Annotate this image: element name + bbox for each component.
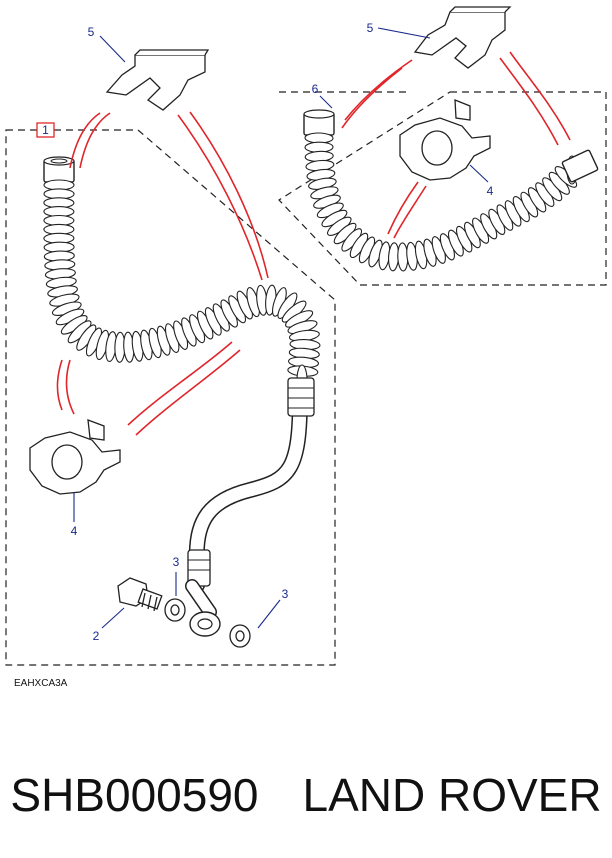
callout-4-b: 4 bbox=[487, 184, 494, 198]
callout-1: 1 bbox=[42, 123, 49, 137]
brand-name: LAND ROVER bbox=[302, 769, 602, 821]
callout-6: 6 bbox=[312, 82, 319, 96]
callout-5-b: 5 bbox=[367, 21, 374, 35]
red-leader-lines bbox=[56, 51, 571, 436]
hose-clip-part-5-inset bbox=[413, 6, 512, 69]
main-group-boundary bbox=[5, 129, 336, 666]
hose-ring bbox=[304, 141, 334, 153]
retaining-clip-part-4-main bbox=[29, 419, 121, 495]
retaining-clip-part-4-inset bbox=[399, 99, 491, 181]
hose-clip-part-5-main bbox=[105, 49, 210, 111]
callout-3-a: 3 bbox=[173, 555, 180, 569]
parts-diagram: 1 2 3 3 4 4 5 5 6 EAHXCA3A bbox=[5, 6, 607, 689]
callout-4-a: 4 bbox=[71, 524, 78, 538]
drawing-code: EAHXCA3A bbox=[14, 678, 68, 689]
inset-group-boundary bbox=[278, 91, 607, 286]
sealing-washer-part-3-a bbox=[164, 598, 186, 622]
callout-1-highlight-box bbox=[36, 122, 55, 138]
callout-5-a: 5 bbox=[88, 25, 95, 39]
caption: SHB000590 LAND ROVER bbox=[0, 755, 612, 835]
brake-hose-assembly bbox=[43, 156, 321, 637]
banjo-bolt-part-2 bbox=[117, 577, 163, 612]
callout-2: 2 bbox=[93, 629, 100, 643]
inset-hose bbox=[303, 109, 599, 272]
part-number: SHB000590 bbox=[10, 769, 259, 821]
sealing-washer-part-3-b bbox=[229, 624, 251, 648]
callout-3-b: 3 bbox=[282, 587, 289, 601]
callout-arrows bbox=[73, 27, 489, 629]
